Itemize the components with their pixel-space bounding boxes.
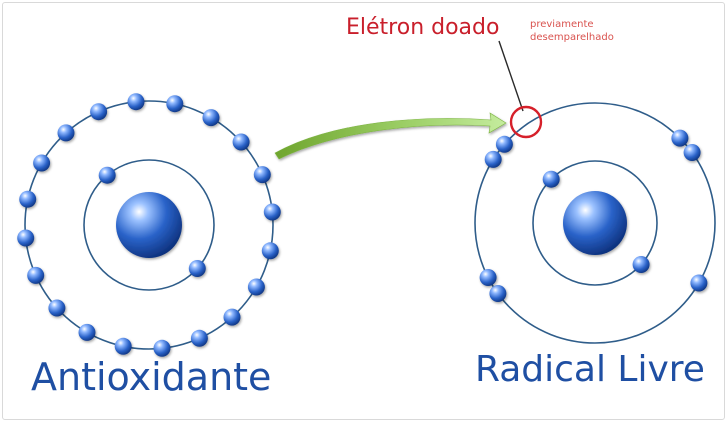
radical-outer-electron — [495, 135, 513, 153]
antioxidant-label: Antioxidante — [31, 355, 272, 399]
antioxidant-nucleus — [116, 192, 182, 258]
antioxidant-outer-electron — [57, 124, 75, 142]
antioxidant-outer-electron — [48, 299, 66, 317]
antioxidant-outer-electron — [190, 329, 208, 347]
radical-inner-electron — [542, 170, 560, 188]
antioxidant-outer-electron — [127, 93, 145, 111]
radical-inner-orbit — [532, 160, 658, 286]
antioxidant-atom — [17, 93, 281, 357]
antioxidant-outer-electron — [78, 323, 96, 341]
antioxidant-inner-electrons — [98, 166, 206, 277]
antioxidant-outer-electron — [153, 339, 171, 357]
antioxidant-outer-electron — [261, 242, 279, 260]
radical-outer-electron — [484, 150, 502, 168]
antioxidant-outer-orbit — [24, 100, 274, 350]
antioxidant-outer-electrons — [17, 93, 281, 357]
radical-outer-electron — [479, 269, 497, 286]
antioxidant-outer-electron — [263, 203, 281, 221]
donated-electron-note: previamente desemparelhado — [530, 18, 650, 44]
radical-outer-orbit — [474, 102, 716, 344]
radical-inner-electrons — [542, 170, 650, 273]
donated-note-line1: previamente — [530, 19, 594, 30]
annotation-pointer-line — [498, 40, 524, 112]
radical-outer-electron — [489, 285, 507, 302]
radical-nucleus — [563, 191, 627, 255]
antioxidant-outer-electron — [17, 229, 35, 247]
antioxidant-outer-electron — [166, 95, 184, 113]
donated-note-line2: desemparelhado — [530, 32, 614, 43]
atom-diagram — [17, 40, 716, 357]
antioxidant-outer-electron — [202, 109, 220, 127]
antioxidant-outer-electron — [223, 308, 241, 326]
antioxidant-outer-electron — [27, 266, 45, 284]
radical-outer-electron — [683, 144, 701, 161]
antioxidant-inner-electron — [98, 166, 116, 184]
donated-electron-label: Elétron doado — [346, 15, 500, 40]
antioxidant-outer-electron — [247, 278, 265, 296]
antioxidant-outer-electron — [114, 337, 132, 355]
radical-outer-electron — [671, 129, 689, 147]
antioxidant-inner-electron — [188, 260, 206, 277]
radical-outer-electron — [690, 274, 708, 292]
antioxidant-outer-electron — [90, 103, 108, 121]
donated-electron-highlight — [498, 40, 543, 139]
highlight-ring — [509, 105, 543, 139]
free-radical-atom — [474, 102, 716, 344]
antioxidant-outer-electron — [232, 133, 250, 151]
antioxidant-outer-electron — [253, 166, 271, 184]
transfer-arrow — [274, 112, 507, 160]
antioxidant-inner-orbit — [83, 159, 215, 291]
radical-inner-electron — [632, 256, 650, 273]
free-radical-label: Radical Livre — [475, 349, 705, 390]
antioxidant-outer-electron — [33, 154, 51, 172]
antioxidant-outer-electron — [19, 190, 37, 208]
radical-outer-electrons — [479, 129, 708, 302]
